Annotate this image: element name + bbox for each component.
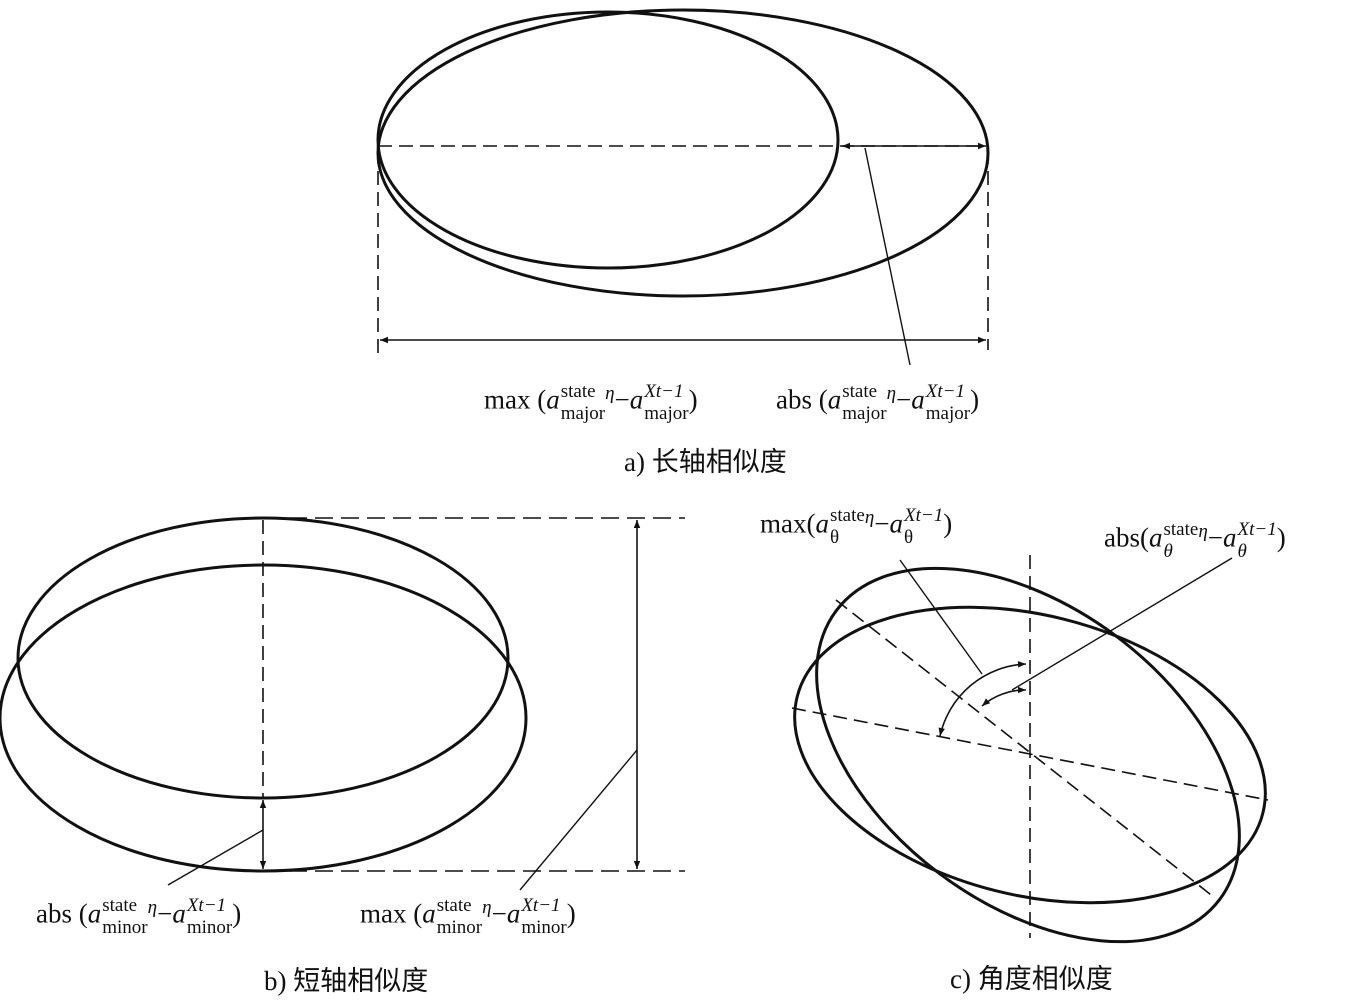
caption-b: b) 短轴相似度 [264, 966, 429, 996]
a-var: a [911, 384, 925, 415]
a-var: a [87, 898, 102, 929]
superscript-t-1: t−1 [937, 381, 965, 402]
subscript-theta: θ [1237, 541, 1247, 562]
superscript-state: state [436, 895, 472, 916]
superscript-t-1: t−1 [1249, 519, 1277, 540]
panel-c-ellipse-tilted-shallow [793, 605, 1267, 905]
a-var: a [1223, 522, 1237, 553]
subscript-minor: minor [521, 917, 567, 938]
eta-symbol: η [147, 896, 158, 918]
a-var: a [827, 384, 842, 415]
panel-c-abs-angle-arc [981, 686, 1027, 707]
panel-b-minor-axis [0, 516, 685, 891]
panel-a-large-ellipse [376, 8, 990, 298]
open-paren: ( [806, 508, 816, 539]
subscript-major: major [560, 403, 606, 424]
superscript-t-1: t−1 [655, 381, 684, 402]
superscript-t-1: t−1 [915, 505, 944, 526]
a-var: a [889, 508, 904, 539]
superscript-x: X [186, 895, 199, 916]
panel-a-small-ellipse [376, 10, 840, 270]
a-var: a [546, 384, 560, 415]
a-var: a [506, 898, 521, 929]
superscript-x: X [644, 381, 656, 402]
open-paren: ( [537, 384, 547, 415]
superscript-x: X [521, 895, 533, 916]
subscript-major: major [925, 403, 971, 424]
superscript-state: state [1163, 519, 1199, 540]
panel-c-shallow-axis-dashed [791, 707, 1269, 801]
a-var: a [629, 384, 644, 415]
superscript-state: state [560, 381, 596, 402]
a-var: a [172, 898, 186, 929]
eta-symbol: η [1198, 520, 1208, 542]
eta-symbol: η [605, 382, 615, 404]
minus-sign: − [874, 508, 890, 539]
superscript-t-1: t−1 [198, 895, 227, 916]
open-paren: ( [78, 898, 88, 929]
superscript-state: state [102, 895, 138, 916]
panel-c-steep-axis-dashed [835, 599, 1216, 899]
close-paren: ) [566, 898, 576, 929]
close-paren: ) [970, 384, 980, 415]
max-fn: max [484, 384, 531, 415]
open-paren: ( [413, 898, 423, 929]
subscript-theta: θ [904, 527, 914, 548]
subscript-major: major [644, 403, 689, 424]
abs-fn: abs [776, 384, 812, 415]
panel-c-abs-leader [1011, 557, 1233, 691]
panel-c-max-angle-arc [938, 661, 1027, 737]
max-fn: max [360, 898, 407, 929]
subscript-minor: minor [186, 917, 233, 938]
a-var: a [1149, 522, 1163, 553]
caption-c: c) 角度相似度 [950, 964, 1113, 994]
close-paren: ) [943, 508, 953, 539]
subscript-major: major [842, 403, 887, 424]
panel-c-ellipse-tilted-steep [815, 566, 1241, 944]
superscript-x: X [904, 505, 916, 526]
panel-b-max-leader [519, 749, 638, 891]
close-paren: ) [688, 384, 698, 415]
superscript-state: state [830, 505, 865, 526]
subscript-minor: minor [102, 917, 148, 938]
superscript-x: X [925, 381, 938, 402]
eta-symbol: η [482, 896, 492, 918]
superscript-x: X [1237, 519, 1250, 540]
eta-symbol: η [886, 382, 897, 404]
panel-c-max-leader [899, 559, 983, 675]
minus-sign: − [157, 898, 173, 929]
panel-c-angle [791, 555, 1269, 944]
panel-a-major-axis [376, 8, 990, 366]
abs-fn: abs [1104, 522, 1140, 553]
panel-a-abs-leader [864, 147, 911, 366]
a-var: a [422, 898, 436, 929]
subscript-minor: minor [436, 917, 483, 938]
open-paren: ( [1140, 522, 1149, 553]
minus-sign: − [896, 384, 912, 415]
close-paren: ) [1276, 522, 1286, 553]
subscript-theta: θ [830, 527, 840, 548]
minus-sign: − [614, 384, 630, 415]
caption-a: a) 长轴相似度 [624, 447, 787, 477]
minus-sign: − [1207, 522, 1223, 553]
panel-b-abs-leader [167, 829, 264, 886]
eta-symbol: η [864, 506, 875, 528]
superscript-t-1: t−1 [532, 895, 561, 916]
abs-fn: abs [36, 898, 72, 929]
superscript-state: state [842, 381, 878, 402]
open-paren: ( [818, 384, 828, 415]
max-fn: max [760, 508, 807, 539]
a-var: a [815, 508, 830, 539]
close-paren: ) [232, 898, 242, 929]
subscript-theta: θ [1163, 541, 1173, 562]
minus-sign: − [491, 898, 507, 929]
